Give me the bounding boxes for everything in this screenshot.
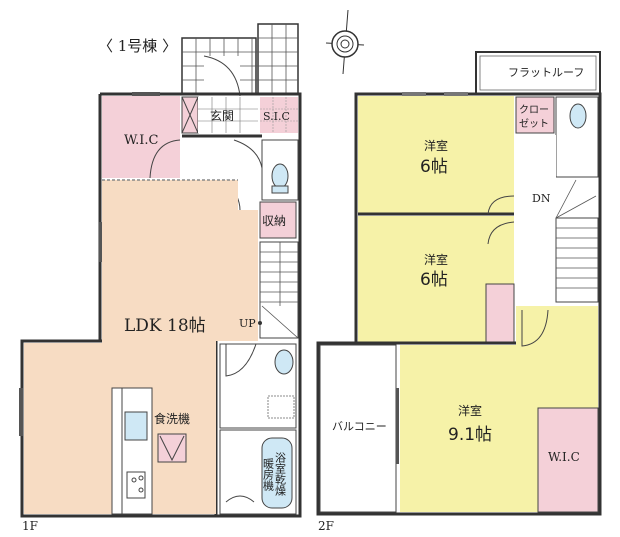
stairs-down-label: DN bbox=[532, 192, 551, 205]
stairs-up-label: UP bbox=[239, 317, 256, 330]
room-label-wic-1f: W.I.C bbox=[124, 133, 158, 148]
floor-2-label: 2F bbox=[318, 519, 334, 533]
toilet-1f bbox=[271, 163, 289, 194]
room-label-storage: 収納 bbox=[262, 214, 286, 228]
bath-dryer-label-line1: 浴室乾燥 bbox=[274, 452, 287, 497]
floor-1: W.I.C 玄関 S.I.C bbox=[19, 23, 302, 533]
kitchen-counter bbox=[111, 387, 153, 515]
room-closet: クロー ゼット bbox=[515, 96, 555, 134]
bedroom-3-size: 9.1帖 bbox=[448, 425, 492, 445]
building-title: 〈 1号棟 〉 bbox=[98, 37, 177, 55]
bedroom-1-name: 洋室 bbox=[424, 138, 448, 153]
bedroom-2-size: 6帖 bbox=[420, 270, 448, 290]
room-sic: S.I.C bbox=[260, 97, 298, 133]
compass-north-icon bbox=[325, 9, 365, 75]
room-washroom bbox=[219, 343, 297, 429]
room-label-entrance: 玄関 bbox=[210, 108, 234, 123]
floor-2: フラットルーフ 洋室 6帖 クロー ゼット DN bbox=[316, 51, 602, 533]
bedroom-2-name: 洋室 bbox=[424, 252, 448, 267]
porch-tiles bbox=[181, 23, 299, 97]
room-entrance: 玄関 bbox=[198, 97, 258, 133]
room-wic-1f bbox=[102, 96, 180, 178]
room-label-wic-2f: W.I.C bbox=[548, 450, 580, 464]
room-storage: 収納 bbox=[259, 201, 297, 239]
flat-roof: フラットルーフ bbox=[475, 51, 601, 95]
stairs-2f bbox=[555, 179, 599, 303]
room-bathroom: 浴室乾燥 暖房機 bbox=[219, 429, 297, 515]
room-ldk bbox=[24, 180, 258, 514]
bedroom-1-size: 6帖 bbox=[420, 157, 448, 177]
room-wic-2f: W.I.C bbox=[537, 407, 599, 513]
room-bedroom-1 bbox=[358, 96, 514, 214]
room-label-ldk: LDK 18帖 bbox=[124, 316, 206, 336]
toilet-2f bbox=[529, 96, 599, 178]
bedroom-3-name: 洋室 bbox=[458, 403, 482, 418]
dishwasher bbox=[157, 433, 187, 463]
closet-label-2: ゼット bbox=[519, 118, 549, 130]
floor-1-label: 1F bbox=[22, 519, 38, 533]
flat-roof-label: フラットルーフ bbox=[508, 66, 584, 79]
closet-label-1: クロー bbox=[519, 104, 549, 116]
room-label-sic: S.I.C bbox=[263, 110, 290, 123]
stairs-1f: UP bbox=[239, 241, 299, 339]
balcony-label: バルコニー bbox=[332, 420, 387, 433]
balcony: バルコニー bbox=[319, 344, 399, 513]
dishwasher-label: 食洗機 bbox=[154, 411, 190, 426]
shoe-cabinet bbox=[181, 96, 199, 134]
bath-dryer-label-line2: 暖房機 bbox=[262, 458, 275, 492]
